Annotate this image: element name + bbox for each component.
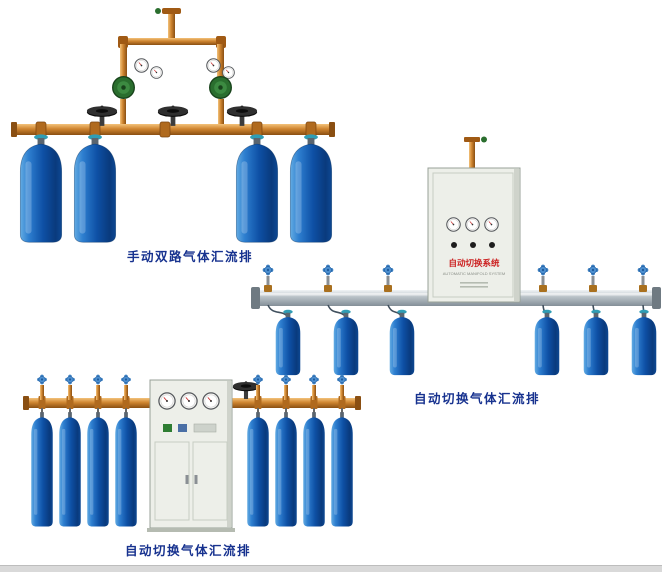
label-plate — [193, 423, 217, 433]
valve-knob — [92, 374, 104, 385]
pressure-gauge — [150, 66, 163, 79]
product-auto-switch-manifold: 自动切换系统 AUTOMATIC MANIFOLD SYSTEM — [250, 135, 662, 380]
gas-cylinder — [333, 309, 359, 376]
valve-knob — [382, 264, 394, 276]
caption-auto-switch-manifold-cabinet: 自动切换气体汇流排 — [124, 544, 251, 558]
gas-cylinder — [534, 309, 560, 376]
product-manual-dual-manifold — [10, 8, 340, 258]
cabinet-knob — [451, 242, 457, 248]
gas-cylinder — [303, 412, 325, 527]
pressure-regulator — [112, 76, 135, 99]
indicator-green — [163, 424, 172, 432]
page-bottom-border — [0, 565, 662, 572]
shutoff-valves — [36, 374, 348, 400]
cabinet-gauge — [180, 392, 198, 410]
pressure-gauge — [134, 58, 149, 73]
inlet-valve-knob — [481, 136, 487, 143]
cabinet-gauge — [202, 392, 220, 410]
gas-cylinder — [87, 412, 109, 527]
gas-cylinder — [19, 133, 63, 243]
gas-cylinder — [631, 309, 657, 376]
control-cabinet: 自动切换系统 AUTOMATIC MANIFOLD SYSTEM — [427, 136, 521, 303]
pressure-gauge — [206, 58, 221, 73]
pressure-regulator — [209, 76, 232, 99]
gas-cylinder — [73, 133, 117, 243]
valve-knob — [120, 374, 132, 385]
product-auto-switch-manifold-cabinet — [20, 372, 365, 540]
cabinet-subtitle: AUTOMATIC MANIFOLD SYSTEM — [443, 271, 506, 276]
regulator-down-pipe — [120, 99, 126, 126]
cabinet-base — [147, 528, 235, 532]
cabinet-door-left — [154, 441, 190, 521]
valve-knob — [308, 374, 320, 385]
door-handle — [194, 475, 198, 484]
gas-cylinder — [331, 412, 353, 527]
inlet-tee-pipe — [118, 8, 226, 82]
valve-knob — [637, 264, 649, 276]
shutoff-valves — [262, 264, 649, 292]
valve-knob — [36, 374, 48, 385]
gas-cylinder — [583, 309, 609, 376]
cabinet-gauge — [446, 217, 461, 232]
caption-manual-dual-manifold: 手动双路气体汇流排 — [126, 250, 253, 264]
manual-dual-manifold-illustration — [11, 8, 335, 243]
valve-knob — [537, 264, 549, 276]
valve-knob — [252, 374, 264, 385]
cabinet-knob — [470, 242, 476, 248]
caption-auto-switch-manifold: 自动切换气体汇流排 — [413, 392, 540, 406]
manifold-header-pipe — [11, 121, 335, 138]
cabinet-gauge — [484, 217, 499, 232]
valve-knob — [262, 264, 274, 276]
gas-cylinder — [31, 412, 53, 527]
inlet-valve-knob — [155, 8, 161, 14]
cabinet-door-right — [192, 441, 228, 521]
indicator-blue — [178, 424, 187, 432]
gas-cylinder — [115, 412, 137, 527]
auto-switch-manifold-illustration: 自动切换系统 AUTOMATIC MANIFOLD SYSTEM — [251, 136, 661, 376]
door-handle — [185, 475, 189, 484]
gas-cylinder — [275, 309, 301, 376]
gas-cylinder — [59, 412, 81, 527]
pressure-gauge — [222, 66, 235, 79]
cabinet-inlet-pipe — [469, 141, 475, 169]
valve-knob — [322, 264, 334, 276]
cabinet-gauge — [158, 392, 176, 410]
gas-cylinder — [275, 412, 297, 527]
auto-switch-manifold-cabinet-illustration — [23, 374, 361, 532]
connection-hoses — [267, 304, 645, 317]
gas-cylinder — [247, 412, 269, 527]
cabinet-knob — [489, 242, 495, 248]
cabinet-gauge — [465, 217, 480, 232]
valve-knob — [280, 374, 292, 385]
regulator-down-pipe — [218, 99, 224, 126]
valve-knob — [587, 264, 599, 276]
valve-knob — [64, 374, 76, 385]
valve-knob — [336, 374, 348, 385]
control-cabinet — [147, 379, 235, 532]
gas-cylinder — [389, 309, 415, 376]
cabinet-title: 自动切换系统 — [448, 258, 500, 268]
